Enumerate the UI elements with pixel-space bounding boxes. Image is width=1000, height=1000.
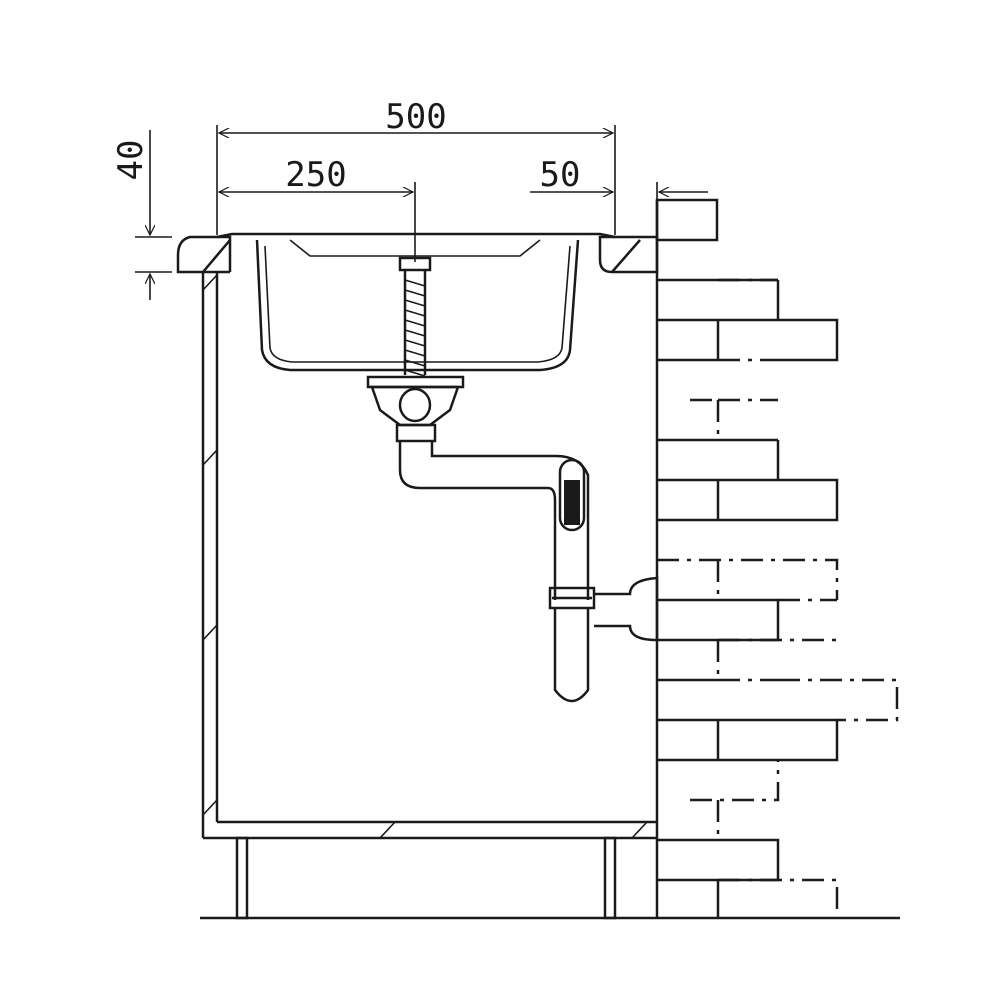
drain-assembly xyxy=(366,256,465,443)
dimension-500-label: 500 xyxy=(385,97,446,137)
dimension-500: 500 xyxy=(216,97,616,235)
trap-inlet-thread xyxy=(564,480,580,525)
waste-pipe-trap xyxy=(398,441,659,703)
cabinet xyxy=(200,272,900,920)
sink-bowl xyxy=(216,232,616,372)
dimension-40-label: 40 xyxy=(111,140,151,181)
dimension-50: 50 xyxy=(530,155,708,200)
brick-wall xyxy=(655,200,899,918)
dimension-40: 40 xyxy=(111,130,172,300)
dimension-250: 250 xyxy=(219,155,416,262)
dimension-250-label: 250 xyxy=(285,155,346,195)
dimension-50-label: 50 xyxy=(540,155,581,195)
